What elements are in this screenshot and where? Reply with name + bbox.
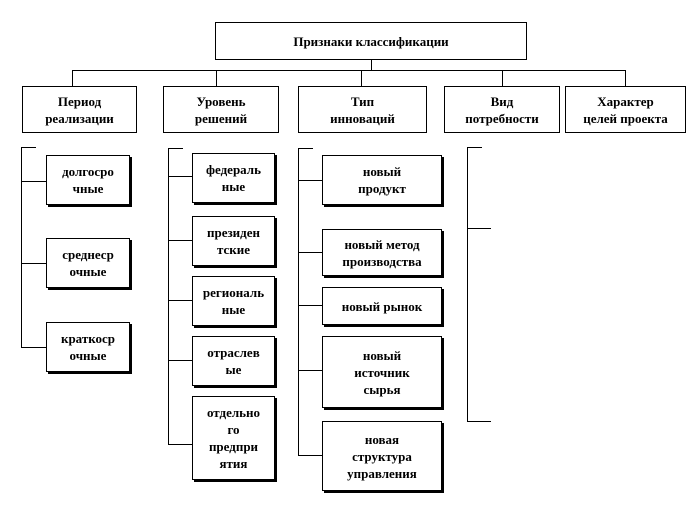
level-item-label: отраслев ые: [207, 345, 260, 377]
col4-branch-2: [467, 421, 491, 422]
innovation-item-label: новый метод производства: [342, 236, 422, 269]
category-innovation-type: Тип инноваций: [298, 86, 427, 133]
period-item-short: краткоср очные: [46, 322, 130, 372]
col3-branch-3: [298, 305, 322, 306]
root-connector: [371, 60, 372, 70]
innovation-item-new-product: новый продукт: [322, 155, 442, 205]
level-item-enterprise: отдельно го предпри ятия: [192, 396, 275, 480]
cat-drop-1: [72, 70, 73, 86]
level-item-presidential: президен тские: [192, 216, 275, 266]
col1-spine: [21, 147, 22, 348]
category-project-goals-label: Характер целей проекта: [583, 93, 668, 126]
innovation-item-label: новый рынок: [341, 298, 423, 314]
col3-top-stub: [298, 148, 313, 149]
category-decision-level-label: Уровень решений: [194, 93, 248, 126]
category-innovation-type-label: Тип инноваций: [330, 93, 395, 126]
col2-branch-4: [168, 360, 192, 361]
level-item-federal: федераль ные: [192, 153, 275, 203]
innovation-item-label: новая структура управления: [347, 431, 417, 481]
col1-branch-2: [21, 263, 46, 264]
col2-branch-3: [168, 300, 192, 301]
cat-drop-5: [625, 70, 626, 86]
col2-top-stub: [168, 148, 183, 149]
col3-branch-5: [298, 455, 322, 456]
innovation-item-label: новый источник сырья: [354, 347, 410, 397]
level-item-label: отдельно го предпри ятия: [206, 405, 261, 471]
col1-top-stub: [21, 147, 36, 148]
period-item-label: долгосро чные: [62, 164, 114, 196]
innovation-item-new-market: новый рынок: [322, 287, 442, 325]
col3-spine: [298, 148, 299, 455]
level-item-label: президен тские: [206, 225, 261, 257]
period-item-label: краткоср очные: [60, 331, 116, 363]
level-item-industry: отраслев ые: [192, 336, 275, 386]
category-need-type: Вид потребности: [444, 86, 560, 133]
root-node: Признаки классификации: [215, 22, 527, 60]
category-need-type-label: Вид потребности: [465, 93, 539, 126]
col2-branch-2: [168, 240, 192, 241]
col4-top-stub: [467, 147, 482, 148]
innovation-item-new-structure: новая структура управления: [322, 421, 442, 491]
category-period: Период реализации: [22, 86, 137, 133]
cat-drop-4: [502, 70, 503, 86]
cat-drop-3: [361, 70, 362, 86]
col1-branch-3: [21, 347, 46, 348]
col2-branch-5: [168, 444, 192, 445]
col3-branch-1: [298, 180, 322, 181]
level-item-label: федераль ные: [206, 162, 261, 194]
col2-spine: [168, 148, 169, 444]
col2-branch-1: [168, 176, 192, 177]
col4-branch-1: [467, 228, 491, 229]
innovation-item-new-source: новый источник сырья: [322, 336, 442, 408]
innovation-item-label: новый продукт: [358, 164, 406, 196]
cat-drop-2: [216, 70, 217, 86]
col3-branch-4: [298, 370, 322, 371]
category-decision-level: Уровень решений: [163, 86, 279, 133]
category-project-goals: Характер целей проекта: [565, 86, 686, 133]
col3-branch-2: [298, 252, 322, 253]
period-item-medium: среднеср очные: [46, 238, 130, 288]
col4-spine: [467, 147, 468, 422]
col1-branch-1: [21, 181, 46, 182]
period-item-long: долгосро чные: [46, 155, 130, 205]
level-item-label: региональ ные: [202, 285, 265, 317]
root-node-label: Признаки классификации: [293, 33, 449, 49]
period-item-label: среднеср очные: [62, 247, 114, 279]
category-period-label: Период реализации: [45, 93, 114, 126]
category-bus: [72, 70, 625, 71]
level-item-regional: региональ ные: [192, 276, 275, 326]
innovation-item-new-method: новый метод производства: [322, 229, 442, 276]
